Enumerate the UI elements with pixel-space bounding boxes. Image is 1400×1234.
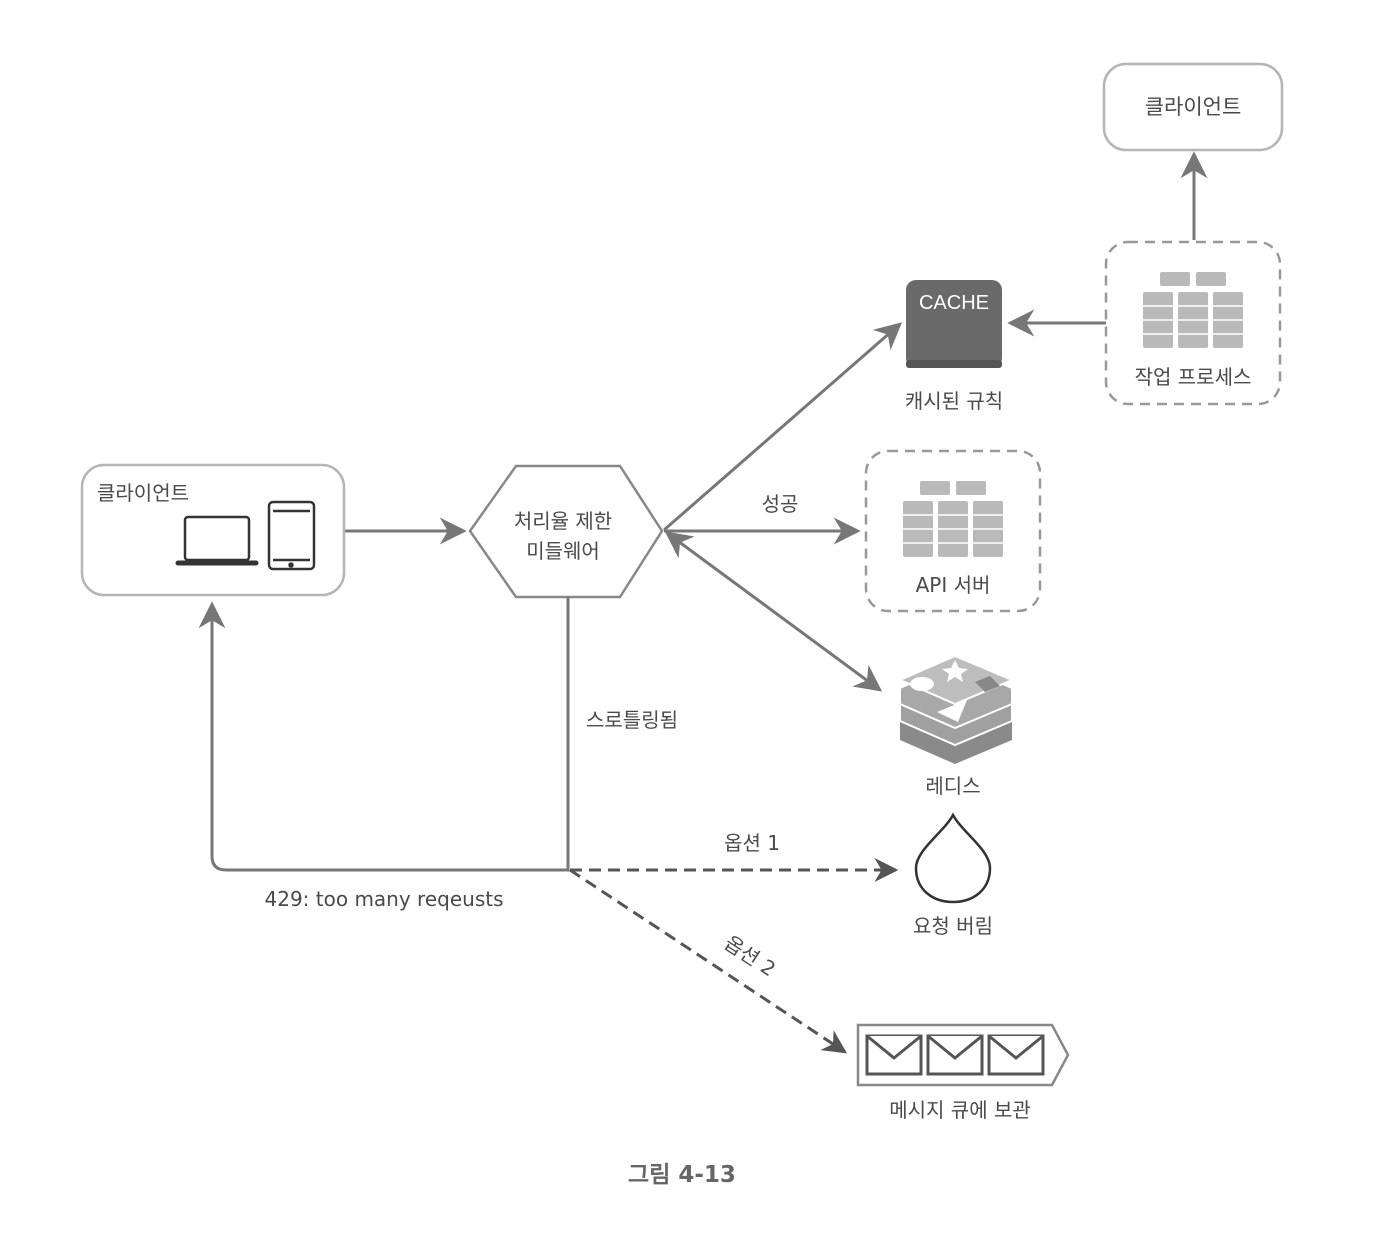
arrow-option2 [569, 868, 848, 1054]
redis-icon [897, 654, 1015, 764]
api-server: API 서버 [864, 449, 1042, 613]
worker-label: 작업 프로세스 [1135, 365, 1252, 389]
drop-request-node: 요청 버림 [913, 812, 993, 938]
option-arrows [569, 858, 899, 1054]
redis-label: 레디스 [925, 774, 980, 798]
success-label: 성공 [762, 492, 799, 516]
cached-rules-label: 캐시된 규칙 [905, 389, 1003, 413]
connections [198, 151, 1208, 872]
option1-label: 옵션 1 [724, 831, 780, 855]
client-box-left: 클라이언트 [80, 463, 346, 597]
cache-node: CACHE 캐시된 규칙 [905, 280, 1003, 413]
response-429-label: 429: too many reqeusts [265, 887, 504, 911]
drop-icon [914, 812, 992, 904]
throttled-label: 스로틀링됨 [586, 708, 678, 732]
drop-request-label: 요청 버림 [913, 914, 993, 938]
server-icon [1143, 272, 1243, 348]
server-icon [903, 481, 1003, 557]
laptop-icon [175, 515, 259, 566]
envelope-icon [926, 1034, 984, 1076]
message-queue-node: 메시지 큐에 보관 [856, 1023, 1070, 1122]
redis-node: 레디스 [897, 654, 1015, 798]
rate-limiter-middleware: 처리율 제한 미들웨어 [468, 464, 664, 599]
tablet-icon [267, 500, 316, 571]
arrow-throttled-to-client [198, 598, 570, 872]
arrow-middleware-to-cache [663, 322, 903, 532]
figure-caption: 그림 4-13 [628, 1162, 736, 1188]
middleware-label-line1: 처리율 제한 [514, 509, 612, 533]
client-top-label: 클라이언트 [1145, 95, 1242, 119]
envelope-icon [987, 1034, 1045, 1076]
api-server-label: API 서버 [916, 573, 991, 597]
client-left-label: 클라이언트 [97, 481, 189, 505]
message-queue-label: 메시지 큐에 보관 [889, 1098, 1031, 1122]
client-box-top: 클라이언트 [1102, 62, 1284, 152]
arrow-middleware-redis [664, 531, 883, 692]
middleware-label-line2: 미들웨어 [526, 539, 600, 563]
cache-badge: CACHE [919, 292, 989, 314]
envelope-icon [865, 1034, 923, 1076]
worker-process: 작업 프로세스 [1104, 240, 1282, 406]
option2-label: 옵션 2 [720, 931, 780, 982]
